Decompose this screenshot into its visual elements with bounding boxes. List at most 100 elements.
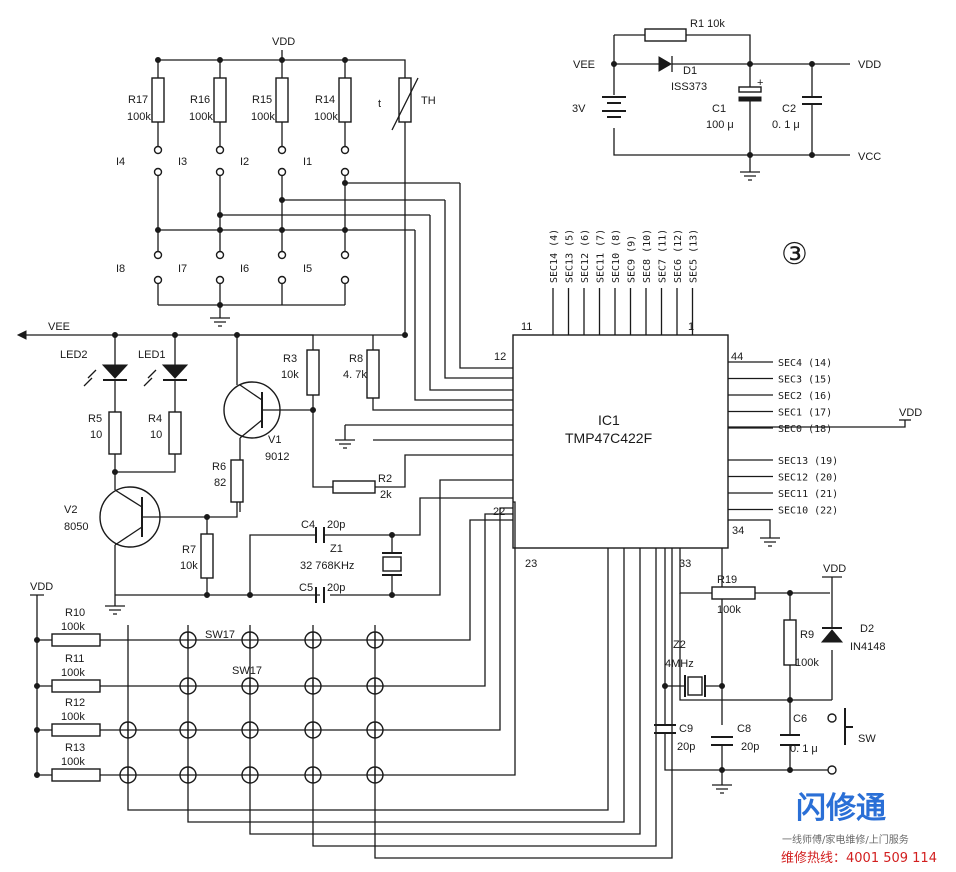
r1-resistor	[644, 28, 687, 42]
r8-value: 4. 7k	[343, 369, 367, 381]
c8-ref: C8	[737, 723, 751, 735]
led2-rays	[83, 369, 97, 387]
vcc-label: VCC	[858, 151, 881, 163]
node	[389, 532, 395, 538]
key-column-wire	[312, 548, 657, 847]
r3-value: 10k	[281, 369, 299, 381]
ground-symbol-power	[740, 155, 760, 181]
contact-terminal	[153, 145, 163, 155]
c1-plate-top	[738, 86, 762, 93]
key-row-wire	[37, 519, 513, 641]
ic1-body	[512, 334, 729, 549]
c4-wire	[249, 497, 513, 595]
d2-part: IN4148	[850, 641, 885, 653]
v1-ref: V1	[268, 434, 281, 446]
c6-wire	[679, 593, 791, 770]
z2-crystal	[687, 676, 703, 696]
d2-diode	[820, 629, 844, 643]
pin-33-label: 33	[679, 558, 691, 570]
contact-matrix-wires	[158, 182, 460, 231]
contact-terminal	[340, 145, 350, 155]
thermistor-body	[398, 77, 412, 123]
pin-22-label: 22	[493, 506, 505, 518]
d2-ref: D2	[860, 623, 874, 635]
contacts-ground-wire	[158, 304, 345, 318]
watermark-title: 闪修通	[796, 791, 886, 826]
battery-label: 3V	[572, 103, 586, 115]
ic1-right-pin-label: SEC12 (20)	[778, 473, 838, 484]
c1-plate-bottom	[738, 96, 762, 102]
node	[112, 469, 118, 475]
vdd-label-reset: VDD	[823, 563, 846, 575]
ic1-top-pin-label: SEC5 (13)	[689, 229, 700, 283]
c8-plates	[711, 736, 733, 746]
vdd-label-top: VDD	[858, 59, 881, 71]
contact-top-label: I3	[178, 156, 187, 168]
v1-part: 9012	[265, 451, 289, 463]
contact-top-label: I1	[303, 156, 312, 168]
key-column-wire	[249, 548, 641, 835]
ic1-top-pin-label: SEC8 (10)	[642, 229, 653, 283]
r4-value: 10	[150, 429, 162, 441]
ic1-top-pin-label: SEC9 (9)	[627, 235, 638, 283]
sw-contact-bottom	[827, 765, 837, 775]
bank-resistor-ref: R16	[190, 94, 210, 106]
r4-resistor	[168, 411, 182, 455]
key-resistor-value: 100k	[61, 621, 85, 633]
node	[719, 767, 725, 773]
v1-leads	[236, 335, 313, 512]
key-resistor-value: 100k	[61, 711, 85, 723]
contact-terminal	[153, 250, 163, 260]
bank-resistor	[151, 77, 165, 123]
v2-ref: V2	[64, 504, 77, 516]
node	[310, 407, 316, 413]
ic1-part: TMP47C422F	[565, 430, 652, 446]
z1-plates	[382, 552, 402, 576]
ic1-top-pin-label: SEC12 (6)	[580, 229, 591, 283]
contact-terminal	[340, 250, 350, 260]
bottom-return-wire	[115, 479, 513, 596]
contact-terminal	[277, 145, 287, 155]
pin-44-label: 44	[731, 351, 743, 363]
contact-bottom-label: I6	[240, 263, 249, 275]
node	[217, 57, 223, 63]
r6-resistor	[230, 459, 244, 503]
node	[787, 590, 793, 596]
r2-resistor	[332, 480, 376, 494]
r4-ref: R4	[148, 413, 162, 425]
d1-ref: D1	[683, 65, 697, 77]
bank-resistor-value: 100k	[127, 111, 151, 123]
ic1-top-pin-label: SEC7 (11)	[658, 229, 669, 283]
r5-resistor	[108, 411, 122, 455]
r7-value: 10k	[180, 560, 198, 572]
contact-top-label: I4	[116, 156, 125, 168]
ic1-right-pins: SEC4 (14)SEC3 (15)SEC2 (16)SEC1 (17)SEC0…	[728, 358, 838, 517]
r1-wire	[614, 34, 751, 64]
c1-value: 100 μ	[706, 119, 734, 131]
z2-left-wire	[664, 548, 790, 771]
contact-terminal	[153, 275, 163, 285]
r3-resistor	[306, 349, 320, 396]
key-resistor	[51, 633, 101, 647]
c2-ref: C2	[782, 103, 796, 115]
r3-wire	[237, 334, 333, 488]
ic1-right-pin-label: SEC10 (22)	[778, 506, 838, 517]
led-return-wire	[114, 454, 176, 490]
r6-ref: R6	[212, 461, 226, 473]
ic1-right-pin-label: SEC3 (15)	[778, 375, 832, 386]
vdd-label-right: VDD	[899, 407, 922, 419]
watermark-subtitle: 一线师傅/家电维修/上门服务	[782, 833, 909, 846]
ground-symbol-ic	[335, 424, 513, 449]
sw-contact-top	[827, 713, 837, 723]
contact-terminal	[215, 167, 225, 177]
r7-resistor	[200, 533, 214, 579]
c2-value: 0. 1 μ	[772, 119, 800, 131]
vee-label-top: VEE	[573, 59, 595, 71]
bank-resistor-value: 100k	[251, 111, 275, 123]
ic1-right-pin-label: SEC2 (16)	[778, 391, 832, 402]
c6-value: 0. 1 μ	[790, 743, 818, 755]
c4-ref: C4	[301, 519, 315, 531]
d1-part: ISS373	[671, 81, 707, 93]
thermistor-slash	[391, 77, 419, 131]
ic1-top-pins: SEC14 (4)SEC13 (5)SEC12 (6)SEC11 (7)SEC1…	[549, 229, 700, 335]
